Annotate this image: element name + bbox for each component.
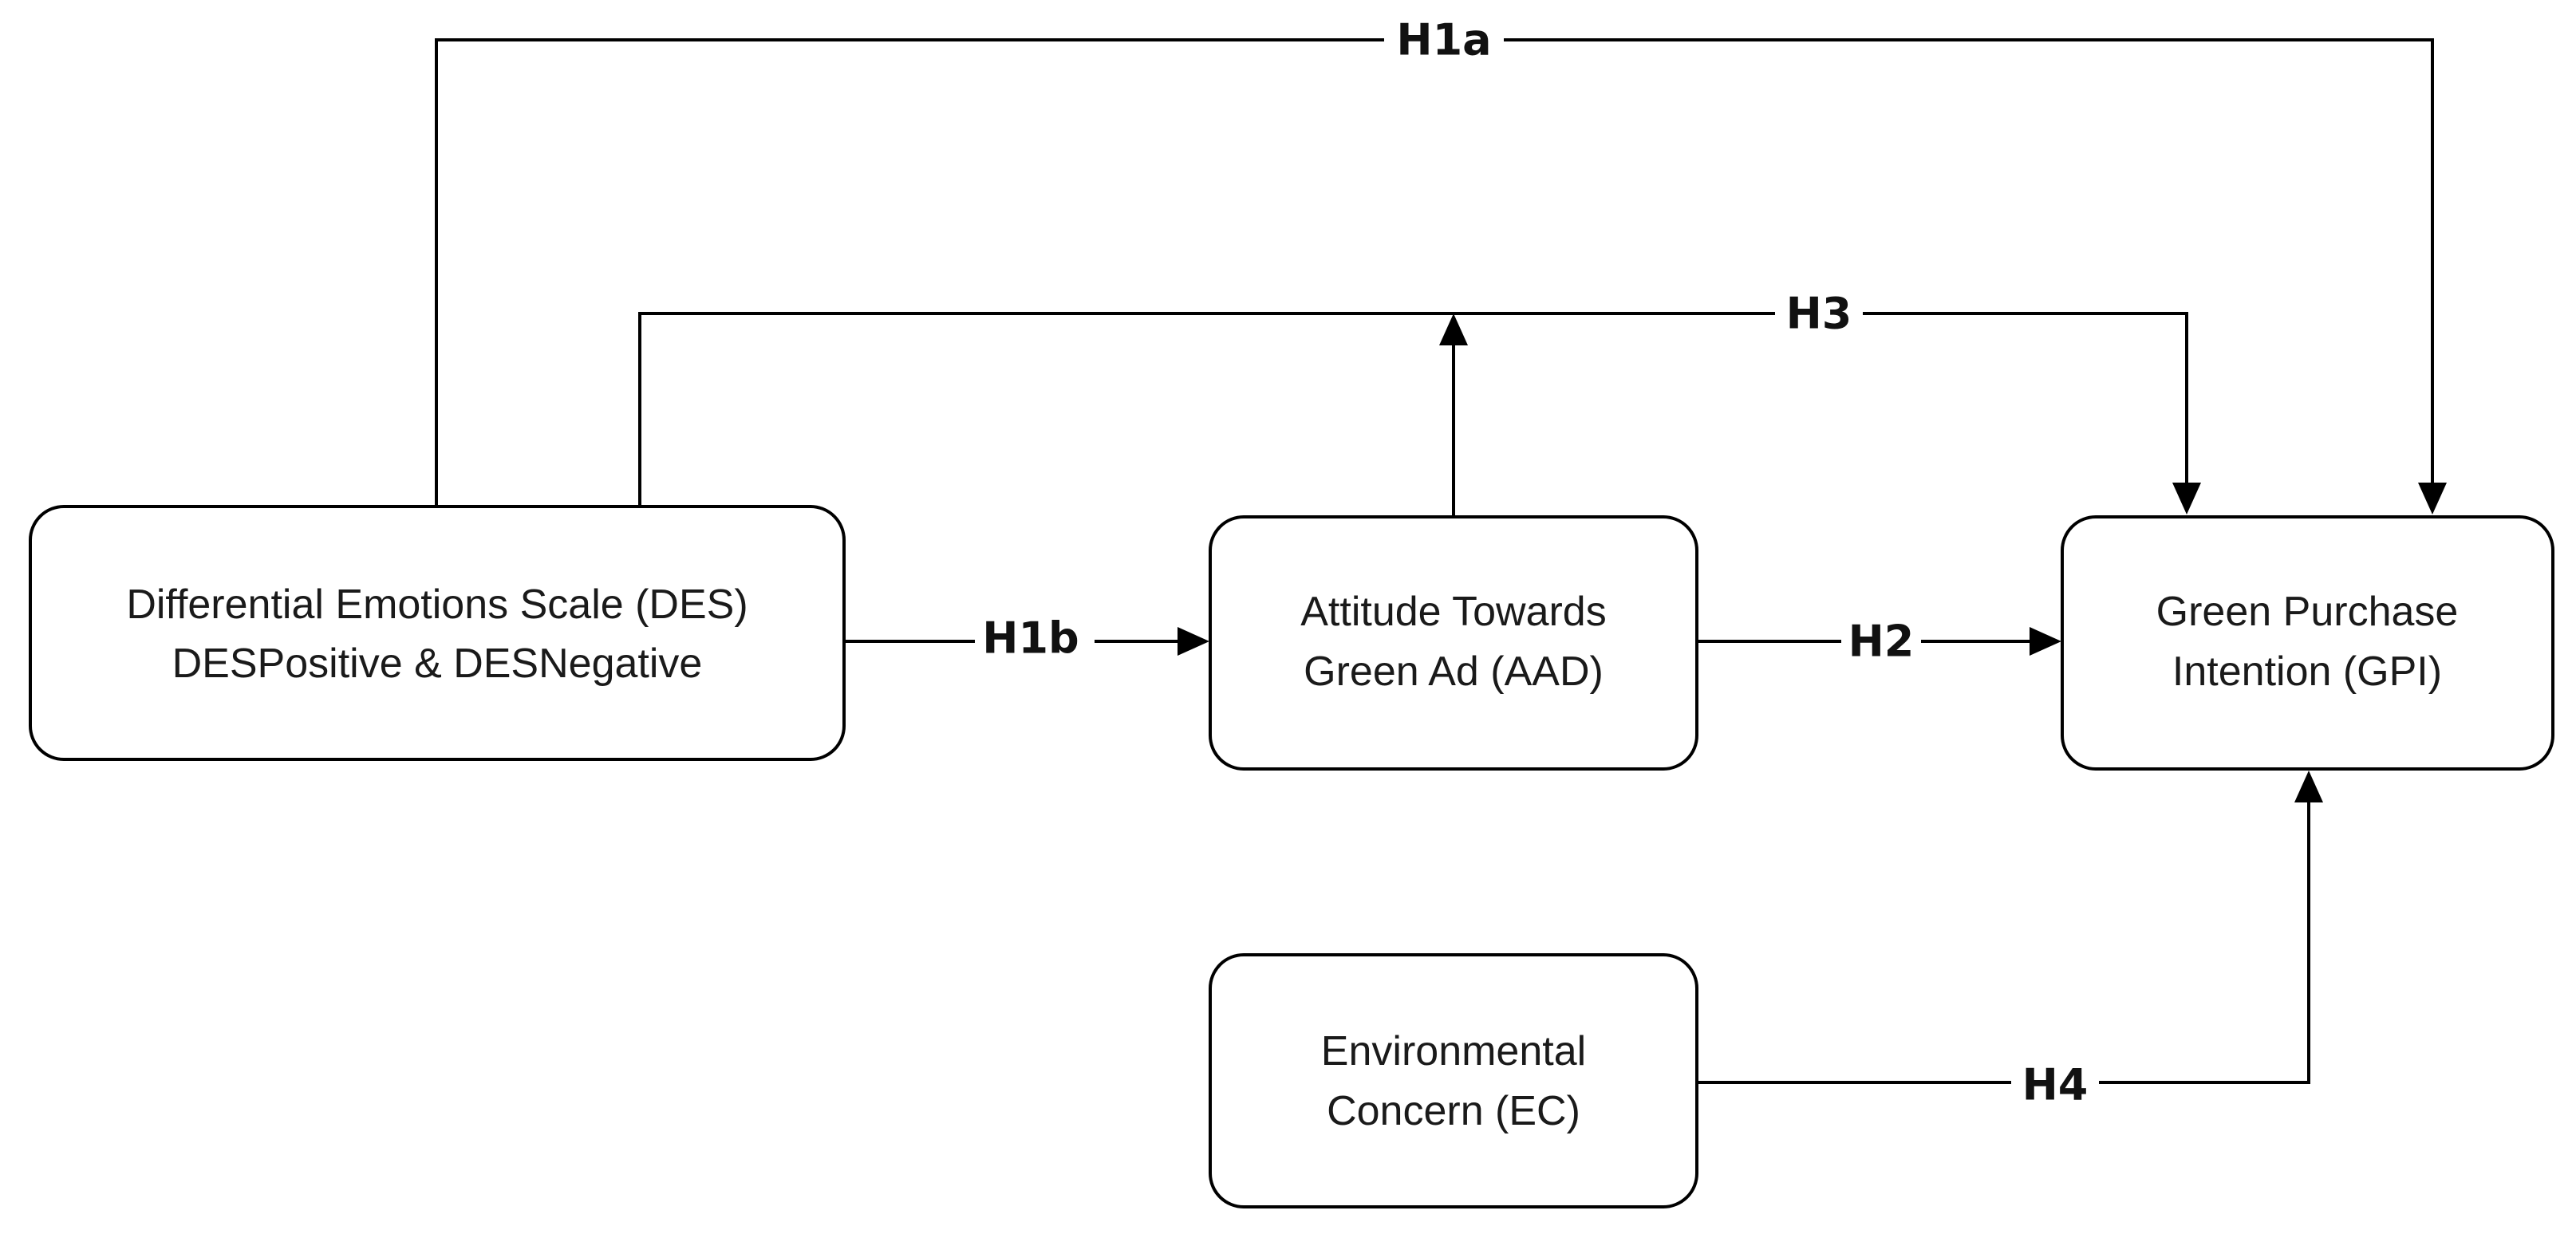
edge-h4-arrowhead [2294, 771, 2323, 802]
edge-h1a-arrowhead [2418, 483, 2447, 514]
node-gpi: Green Purchase Intention (GPI) [2061, 515, 2554, 771]
edge-label-h3: H3 [1786, 289, 1852, 339]
edge-label-h1b: H1b [982, 613, 1079, 664]
node-des-line2: DESPositive & DESNegative [172, 641, 703, 687]
edge-label-h2: H2 [1848, 617, 1915, 667]
node-ec-line1: Environmental [1321, 1028, 1586, 1074]
edge-h3-arrowhead [2172, 483, 2201, 514]
node-gpi-line2: Intention (GPI) [2172, 649, 2442, 695]
node-aad-line1: Attitude Towards [1300, 589, 1606, 635]
node-ec: Environmental Concern (EC) [1209, 953, 1698, 1208]
edge-h2-arrowhead [2030, 627, 2061, 656]
edge-label-h1a: H1a [1396, 15, 1491, 65]
edge-h4-line [1697, 790, 2310, 1084]
node-gpi-line1: Green Purchase [2156, 589, 2459, 635]
edge-aad-moderation-arrowhead [1439, 313, 1468, 345]
edge-label-h4: H4 [2022, 1060, 2089, 1110]
edge-h3-line [638, 312, 2188, 507]
edge-h1b-arrowhead [1178, 627, 1209, 656]
edge-h1a-line [435, 38, 2434, 507]
node-ec-line2: Concern (EC) [1327, 1088, 1580, 1134]
node-aad: Attitude Towards Green Ad (AAD) [1209, 515, 1698, 771]
node-des: Differential Emotions Scale (DES) DESPos… [29, 505, 846, 761]
node-des-line1: Differential Emotions Scale (DES) [126, 582, 748, 628]
node-aad-line2: Green Ad (AAD) [1304, 649, 1604, 695]
